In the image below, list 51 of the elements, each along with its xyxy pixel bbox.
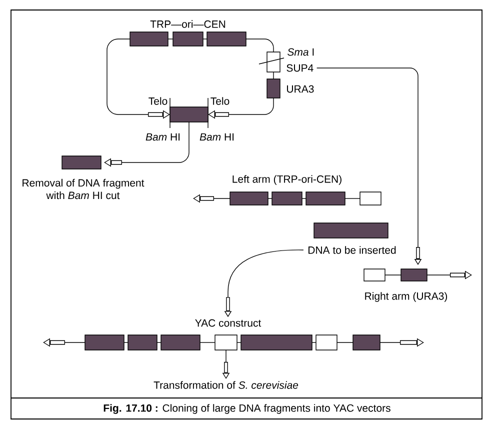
- connector-line: [302, 198, 306, 199]
- edge-label: Telo: [148, 97, 168, 105]
- connector-line: [273, 72, 274, 80]
- site-label: Bam HI: [200, 133, 234, 141]
- gene-box: [316, 334, 338, 350]
- edge-label: Telo: [210, 97, 230, 105]
- arrow: [208, 98, 274, 119]
- arm-label: Left arm (TRP-ori-CEN): [232, 175, 342, 185]
- gene-box: [400, 268, 428, 282]
- stage-label: YAC construct: [195, 319, 262, 327]
- connector-line: [312, 342, 316, 343]
- arrow: [104, 122, 190, 167]
- figure-caption: Fig. 17.10 : Cloning of large DNA fragments into YAC vectors: [104, 404, 390, 414]
- connector-line: [200, 342, 216, 343]
- connector-line: [202, 38, 208, 40]
- dna-insert-box: [240, 334, 312, 350]
- connector-line: [336, 342, 354, 343]
- site-label: Sma I: [288, 48, 314, 56]
- gene-box: [360, 192, 382, 206]
- gene-label: URA3: [287, 85, 314, 93]
- gene-box: [130, 32, 168, 46]
- gene-box: [214, 334, 238, 350]
- fragment-label: DNA to be inserted: [308, 246, 396, 254]
- arrow: [43, 338, 86, 347]
- gene-box: [306, 192, 346, 206]
- gene-label: TRP—ori—CEN: [150, 20, 226, 28]
- dna-fragment-box: [170, 106, 208, 122]
- stage-label: Transformation of S. cerevisiae: [154, 381, 298, 389]
- arrow: [316, 68, 422, 265]
- connector-line: [344, 198, 360, 199]
- gene-box: [364, 268, 386, 282]
- gene-box: [160, 334, 200, 350]
- gene-box: [206, 32, 246, 46]
- arrow: [193, 194, 230, 203]
- connector-line: [246, 38, 274, 52]
- connector-line: [156, 342, 162, 343]
- gene-box: [272, 192, 302, 206]
- gene-box: [230, 192, 268, 206]
- site-label: Bam HI: [146, 133, 180, 141]
- gene-box: [172, 32, 204, 46]
- connector-line: [236, 342, 242, 343]
- connector-line: [384, 274, 402, 276]
- gene-box: [352, 334, 380, 350]
- connector-line: [124, 342, 128, 343]
- arm-label: Right arm (URA3): [365, 292, 448, 302]
- connector-line: [268, 198, 272, 199]
- gene-label: SUP4: [286, 64, 314, 72]
- gene-box: [128, 334, 158, 350]
- gene-box: [84, 334, 124, 350]
- connector-line: [168, 38, 174, 40]
- fragment-caption: Removal of DNA fragment with Bam HI cut: [22, 178, 144, 200]
